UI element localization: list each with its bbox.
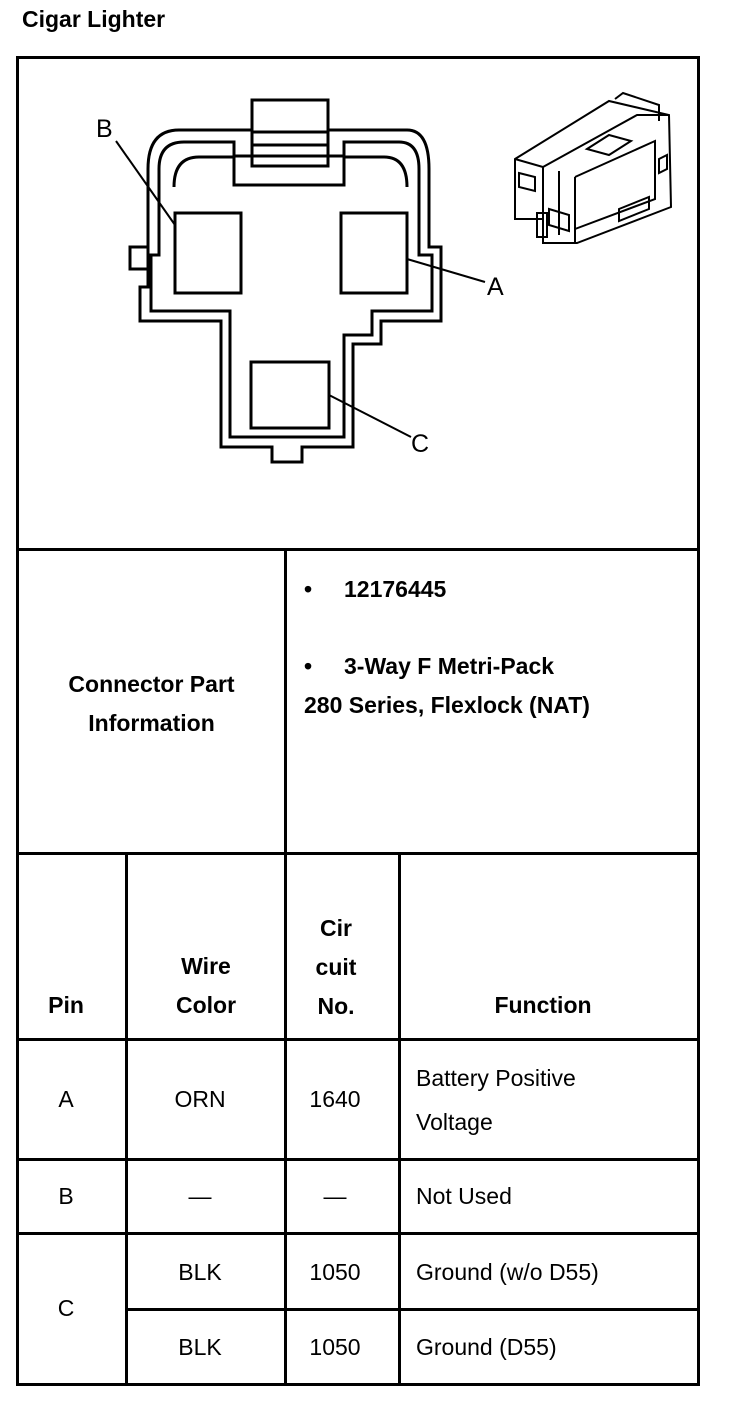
header-circuit: Cir cuit No. (287, 907, 385, 1027)
connector-diagram: B A C (19, 59, 697, 549)
connector-description-line1-row: • 3-Way F Metri-Pack (304, 647, 694, 686)
label-c: C (411, 430, 429, 458)
divider-row-b (16, 1232, 700, 1235)
row-c2-circuit: 1050 (309, 1333, 361, 1360)
row-c1-wire-color: BLK (178, 1258, 222, 1285)
cavity-a (339, 211, 409, 295)
row-b-wire-color: — (188, 1182, 212, 1209)
row-a-function-line1: Battery Positive (416, 1065, 576, 1091)
bullet-icon: • (304, 653, 313, 679)
connector-description-line1: 3-Way F Metri-Pack (344, 653, 555, 679)
row-b-pin: B (58, 1182, 74, 1209)
header-circuit-line1: Cir (320, 914, 352, 941)
row-a-function-line2: Voltage (416, 1109, 493, 1135)
connector-side-latch (128, 245, 150, 271)
divider-diagram (16, 548, 700, 551)
connector-hood (172, 155, 409, 188)
header-function: Function (494, 991, 592, 1018)
cavity-b (173, 211, 243, 295)
part-number: 12176445 (344, 576, 447, 602)
divider-pin-column (125, 852, 128, 1386)
header-wire-color-line1: Wire (181, 953, 231, 979)
header-pin: Pin (48, 991, 84, 1018)
divider-row-a (16, 1158, 700, 1161)
divider-info-column (284, 548, 287, 1386)
header-circuit-line2: cuit (315, 953, 357, 980)
row-c-pin: C (57, 1294, 75, 1321)
label-a: A (487, 273, 504, 301)
part-number-line: • 12176445 (304, 570, 694, 609)
row-c1-circuit: 1050 (309, 1258, 361, 1285)
connector-face-drawing: B A C (96, 91, 673, 464)
divider-header (16, 1038, 700, 1041)
row-a-pin: A (58, 1085, 74, 1112)
connector-3d-sketch (514, 91, 673, 244)
leader-line-c (328, 394, 412, 438)
row-c2-wire-color: BLK (178, 1333, 222, 1360)
bullet-icon: • (304, 576, 313, 602)
divider-row-c1 (127, 1308, 700, 1311)
row-b-circuit: — (323, 1182, 347, 1209)
header-wire-color: Wire Color (128, 946, 284, 1026)
connector-outer-body (138, 128, 443, 464)
connector-table-frame (16, 56, 700, 1386)
row-a-function: Battery Positive Voltage (416, 1056, 576, 1144)
divider-circuit-column (398, 852, 401, 1386)
row-b-function: Not Used (416, 1183, 512, 1209)
page-title: Cigar Lighter (22, 6, 166, 32)
row-a-circuit: 1640 (309, 1085, 361, 1112)
connector-info-label-line1: Connector Part (68, 671, 235, 697)
connector-info-label-line2: Information (88, 710, 215, 736)
cavity-c (249, 360, 331, 430)
leader-line-b (115, 140, 176, 226)
header-wire-color-line2: Color (175, 992, 237, 1018)
connector-info-label: Connector Part Information (19, 664, 284, 744)
connector-description-line2: 280 Series, Flexlock (NAT) (304, 692, 590, 718)
connector-info-values: • 12176445 • 3-Way F Metri-Pack 280 Series… (304, 570, 694, 725)
row-c1-function: Ground (w/o D55) (416, 1259, 599, 1285)
leader-line-a (406, 258, 486, 283)
divider-connector-info (16, 852, 700, 855)
row-c2-function: Ground (D55) (416, 1334, 557, 1360)
header-circuit-line3: No. (317, 992, 355, 1019)
row-a-wire-color: ORN (174, 1085, 226, 1112)
label-b: B (96, 115, 113, 143)
